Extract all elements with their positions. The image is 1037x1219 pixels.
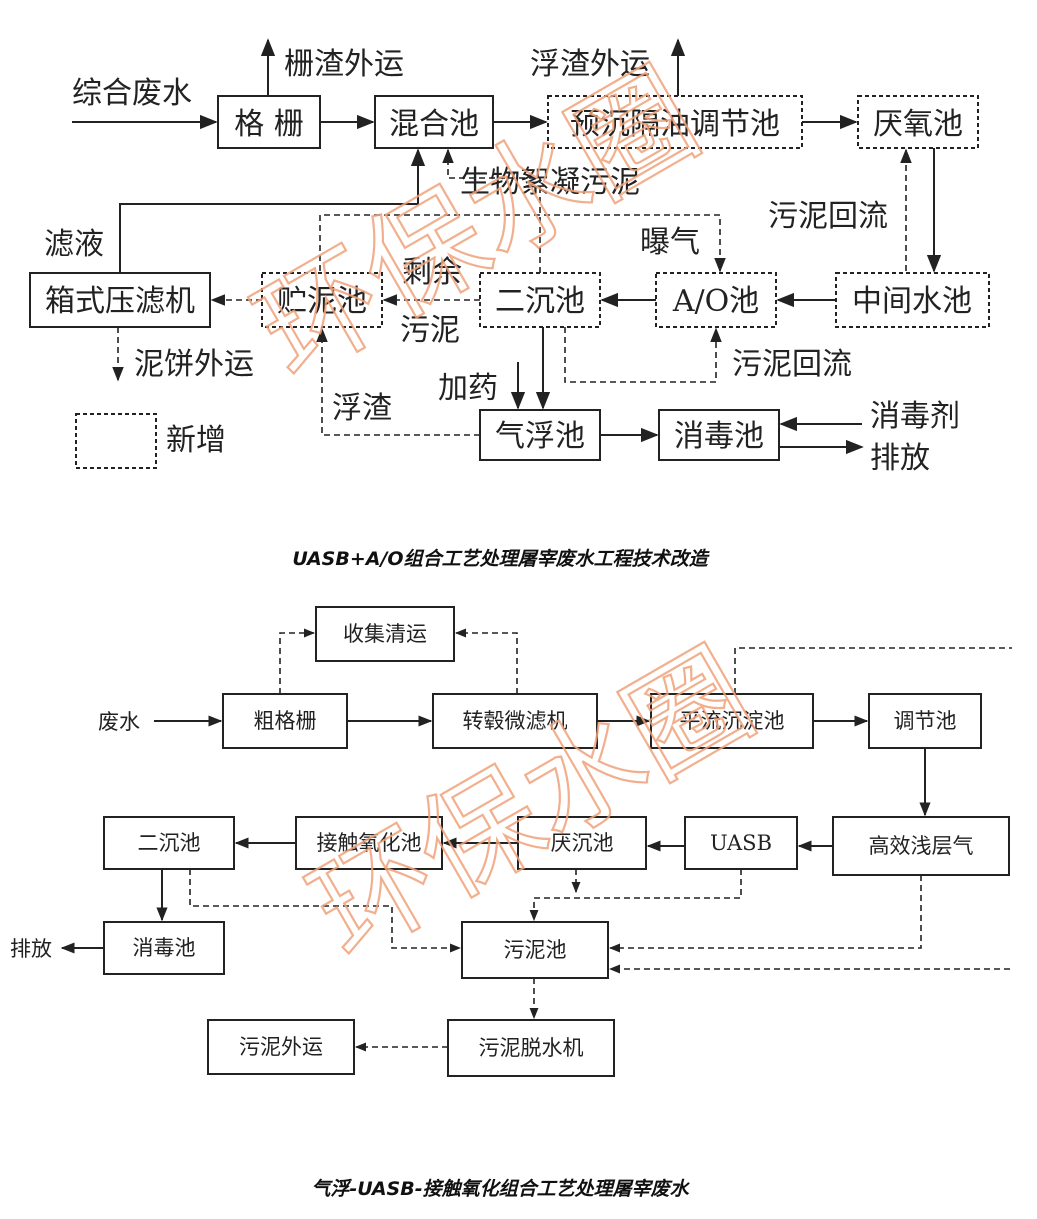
screenings-label: 栅渣外运 — [284, 47, 404, 82]
presettle-tank-box — [547, 95, 803, 149]
anoxic-tank-box — [517, 816, 647, 870]
hefloat-to-sludge-arrow — [608, 875, 922, 953]
uasb-box — [684, 816, 798, 870]
contact-oxidation-box — [295, 816, 443, 870]
mixing-tank-box — [374, 95, 494, 149]
secondary-clarifier-box — [479, 272, 601, 328]
aeration-arrow — [319, 214, 726, 273]
rotary-to-collect-arrow — [454, 628, 518, 694]
disinfection-2-label: 消毒池 — [133, 936, 196, 960]
aeration-label: 曝气 — [640, 225, 700, 260]
sludge-out-label: 污泥外运 — [239, 1035, 323, 1059]
return-sludge-2-label: 污泥回流 — [732, 347, 852, 382]
middle-tank-label: 中间水池 — [852, 284, 972, 319]
discharge-2-label: 排放 — [10, 937, 52, 961]
filter-press-label: 箱式压滤机 — [45, 284, 195, 319]
sludge-storage-label: 贮泥池 — [277, 284, 367, 319]
excess-sludge-label-2: 污泥 — [400, 313, 460, 348]
dewater-label: 污泥脱水机 — [479, 1036, 584, 1060]
coarse-to-collect-arrow — [279, 628, 316, 694]
coarse-grille-box — [222, 693, 348, 749]
disinfection-tank-label: 消毒池 — [674, 419, 764, 454]
return-sludge-1-label: 污泥回流 — [768, 199, 888, 234]
scum-label: 浮渣 — [332, 391, 392, 426]
diagram-2: 收集清运 粗格栅 转毂微滤机 平流沉淀池 调节池 二沉池 接触氧化池 厌沉池 U… — [10, 606, 1012, 1200]
legend-dashed-box — [75, 413, 157, 469]
scum-out-label: 浮渣外运 — [530, 47, 650, 82]
advection-sludge-line — [734, 647, 1012, 694]
anaerobic-tank-box — [857, 95, 979, 149]
sludge-storage-box — [261, 272, 383, 328]
rotary-filter-label: 转毂微滤机 — [463, 709, 568, 733]
mixing-tank-label: 混合池 — [389, 107, 479, 142]
bio-floc-sludge-label: 生物絮凝污泥 — [460, 165, 640, 200]
secondary-clarifier-2-box — [103, 816, 235, 870]
hefloat-label: 高效浅层气 — [869, 834, 974, 858]
filtrate-arrow — [119, 148, 426, 273]
secondary-clarifier-2-label: 二沉池 — [138, 831, 201, 855]
caption-2: 气浮-UASB-接触氧化组合工艺处理屠宰废水 — [311, 1178, 690, 1200]
scum-arrow — [316, 327, 480, 436]
grille-label: 格 栅 — [234, 107, 304, 142]
advection-tank-box — [650, 693, 814, 749]
advection-tank-label: 平流沉淀池 — [680, 709, 785, 733]
anoxic-tank-label: 厌沉池 — [551, 831, 614, 855]
disinfectant-label: 消毒剂 — [870, 399, 960, 434]
collect-label: 收集清运 — [343, 622, 427, 646]
sludge-tank-box — [461, 921, 609, 979]
contact-oxidation-label: 接触氧化池 — [317, 831, 422, 855]
legend-label: 新增 — [166, 423, 226, 458]
uasb-to-sludge-arrow — [529, 869, 742, 922]
ao-tank-label: A/O池 — [672, 284, 759, 319]
uasb-label: UASB — [710, 831, 772, 855]
flotation-tank-label: 气浮池 — [495, 419, 585, 454]
caption-1: UASB+A/O组合工艺处理屠宰废水工程技术改造 — [292, 548, 710, 570]
grille-box — [217, 95, 321, 149]
presettle-tank-label: 预沉隔油调节池 — [570, 107, 780, 142]
coarse-grille-label: 粗格栅 — [254, 709, 317, 733]
secondary-to-sludge-arrow — [189, 869, 462, 953]
ao-tank-box — [655, 272, 777, 328]
inflow-2-label: 废水 — [98, 710, 140, 734]
disinfection-tank-box — [658, 409, 780, 461]
dewater-box — [447, 1019, 615, 1077]
dosing-label: 加药 — [438, 371, 498, 406]
collect-box — [315, 606, 455, 662]
middle-tank-box — [835, 272, 990, 328]
filtrate-label: 滤液 — [44, 227, 104, 262]
excess-sludge-label-1: 剩余 — [402, 255, 462, 290]
rotary-filter-box — [432, 693, 598, 749]
cake-out-label: 泥饼外运 — [134, 347, 254, 382]
diagram-1: 格 栅 混合池 预沉隔油调节池 厌氧池 箱式压滤机 贮泥池 二沉池 A/O池 中… — [29, 38, 990, 570]
adjust-tank-label: 调节池 — [894, 709, 957, 733]
anaerobic-tank-label: 厌氧池 — [873, 107, 963, 142]
sludge-tank-label: 污泥池 — [504, 938, 567, 962]
return-sludge-2-arrow — [564, 327, 722, 383]
adjust-tank-box — [868, 693, 982, 749]
sludge-out-box — [207, 1019, 355, 1075]
secondary-clarifier-label: 二沉池 — [495, 284, 585, 319]
inflow-label: 综合废水 — [72, 76, 192, 111]
bio-floc-sludge-arrow — [442, 148, 541, 273]
discharge-label: 排放 — [870, 441, 930, 476]
